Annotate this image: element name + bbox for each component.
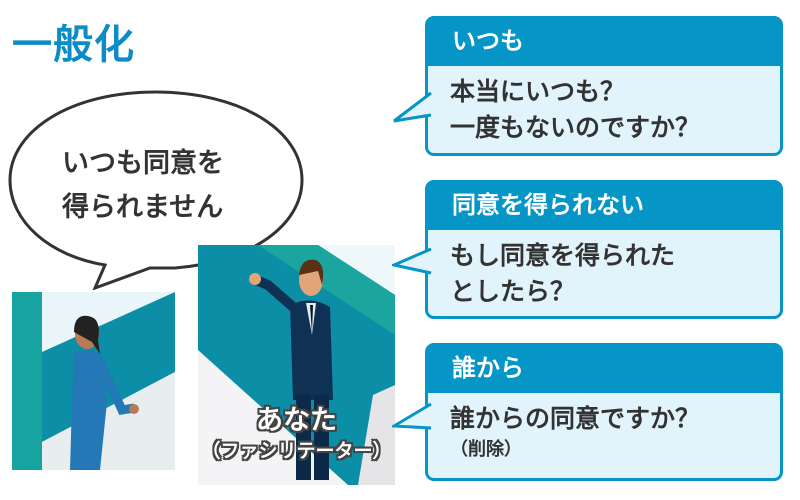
card-line: としたら？ (450, 277, 576, 306)
card-pointer (393, 91, 432, 123)
card-header: 誰から (428, 346, 780, 393)
card-line: 一度もないのですか？ (450, 113, 701, 142)
card-itsumo: いつも 本当にいつも？ 一度もないのですか？ (393, 16, 783, 156)
speech-bubble (8, 90, 304, 290)
facilitator-illustration (198, 245, 395, 485)
facilitator-caption: あなた （ファシリテーター） (198, 405, 395, 465)
card-body: 本当にいつも？ 一度もないのですか？ (428, 66, 780, 146)
participant-illustration (12, 292, 175, 470)
speech-line: 得られません (62, 192, 224, 223)
card-line: もし同意を得られた (450, 241, 676, 270)
card-header: 同意を得られない (428, 183, 780, 230)
card-note: （削除） (450, 439, 522, 460)
speech-line: いつも同意を (62, 148, 224, 179)
page-title: 一般化 (12, 22, 135, 68)
card-header: いつも (428, 19, 780, 66)
speech-bubble-text: いつも同意を 得られません (62, 142, 224, 230)
card-line: 本当にいつも？ (450, 77, 626, 106)
caption-name: あなた (256, 405, 337, 436)
card-pointer (392, 402, 432, 430)
card-body: 誰からの同意ですか？ （削除） (428, 393, 780, 463)
caption-role: （ファシリテーター） (201, 440, 392, 462)
card-body: もし同意を得られた としたら？ (428, 230, 780, 310)
card-line: 誰からの同意ですか？ (450, 404, 701, 433)
card-pointer (392, 247, 432, 275)
card-doui: 同意を得られない もし同意を得られた としたら？ (392, 180, 783, 319)
card-dareka: 誰から 誰からの同意ですか？ （削除） (392, 343, 783, 481)
